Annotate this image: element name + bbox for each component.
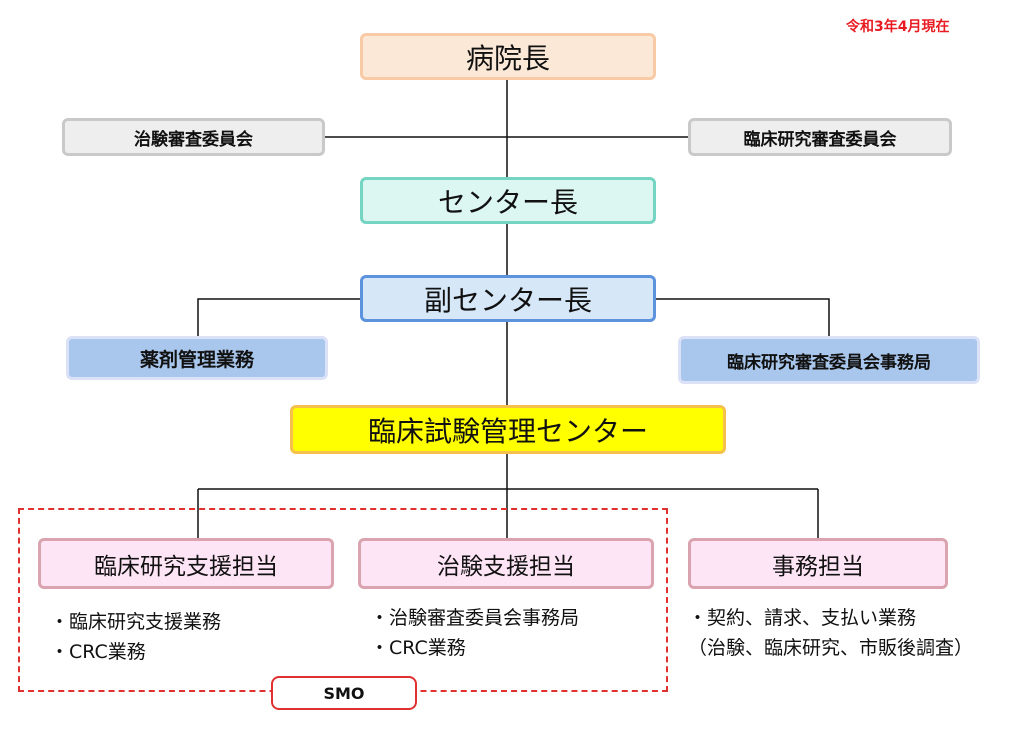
duty-list-clinical-support: ・臨床研究支援業務 ・CRC業務 xyxy=(50,607,221,667)
duty-item: ・治験審査委員会事務局 xyxy=(370,607,580,629)
line-vice-to-pharma xyxy=(197,298,360,336)
duty-item: ・臨床研究支援業務 xyxy=(50,611,222,633)
node-trial-management-center: 臨床試験管理センター xyxy=(290,405,726,454)
node-center-head: センター長 xyxy=(360,177,656,224)
node-hospital-director: 病院長 xyxy=(360,33,656,80)
duty-item: ・CRC業務 xyxy=(370,637,466,659)
node-admin: 事務担当 xyxy=(688,538,948,589)
node-clinical-research-committee: 臨床研究審査委員会 xyxy=(688,118,952,156)
duty-item: ・CRC業務 xyxy=(50,641,146,663)
line-vice-to-office xyxy=(656,298,830,336)
duty-list-admin: ・契約、請求、支払い業務 （治験、臨床研究、市販後調査） xyxy=(688,603,973,663)
node-vice-center-head: 副センター長 xyxy=(360,275,656,322)
duty-list-trial-support: ・治験審査委員会事務局 ・CRC業務 xyxy=(370,603,579,663)
node-trial-support: 治験支援担当 xyxy=(358,538,654,589)
node-smo: SMO xyxy=(271,676,417,710)
node-clinical-research-support: 臨床研究支援担当 xyxy=(38,538,334,589)
node-committee-office: 臨床研究審査委員会事務局 xyxy=(678,336,980,384)
node-irb: 治験審査委員会 xyxy=(62,118,325,156)
node-pharma-management: 薬剤管理業務 xyxy=(66,336,328,380)
duty-item: ・契約、請求、支払い業務 xyxy=(688,607,917,629)
date-note: 令和3年4月現在 xyxy=(846,19,950,35)
duty-item: （治験、臨床研究、市販後調査） xyxy=(688,637,974,659)
